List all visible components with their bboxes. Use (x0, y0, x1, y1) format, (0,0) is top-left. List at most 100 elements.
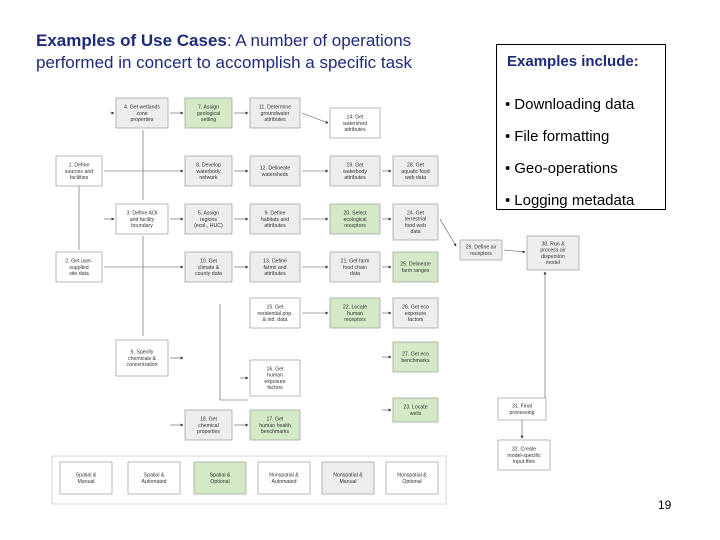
process-node-n18-label: properties (197, 429, 220, 435)
legend-frame (51, 455, 447, 505)
examples-heading: Examples include: (507, 53, 639, 70)
slide-title: Examples of Use Cases: A number of opera… (36, 30, 466, 74)
process-node-n30-label: process air (540, 248, 566, 254)
process-node-n7-label: 7. Assign (198, 105, 219, 111)
process-node-n9-label: 9. Define (265, 211, 286, 217)
process-node-n5-label: 5. Assign (198, 211, 219, 217)
process-node-n6-label: concentration (126, 362, 157, 368)
process-node-n14-label: attributes (344, 127, 366, 133)
process-node-n6-label: 6. Specify (131, 350, 154, 356)
process-node-n32-label: model-specific (507, 453, 541, 459)
process-node-n28-label: aquatic food (401, 169, 429, 175)
process-node-n16-label: 16. Get (266, 367, 284, 373)
process-node-n18-label: 18. Get (200, 417, 218, 423)
title-rest: : A number of operations performed in co… (36, 31, 413, 72)
process-node-n17-box (249, 409, 301, 441)
process-node-n9-box (249, 203, 301, 235)
legend-item-lg3: Spatial &Optional (193, 461, 247, 495)
process-node-n4-label: 4. Get wetlands (124, 105, 160, 111)
legend-item-lg4-label: Nonspatial & (269, 473, 299, 479)
process-node-n24-label: 24. Get (407, 211, 425, 217)
process-node-n30-label: model (546, 260, 560, 266)
process-node-n6-box (115, 339, 169, 377)
process-node-n27-box (392, 341, 439, 373)
process-node-n21-label: food chain (343, 265, 367, 271)
process-node-n31-box (497, 397, 547, 421)
example-item: Logging metadata (505, 185, 634, 217)
process-node-n16-box (249, 359, 301, 397)
process-node-n25-box (392, 251, 439, 283)
legend-item-lg4-label: Automated (271, 479, 296, 485)
process-node-n12-box (249, 155, 301, 187)
process-node-n17-label: 17. Get (266, 417, 284, 423)
process-node-n16-label: factors (267, 385, 283, 391)
process-node-n11-label: groundwater (261, 111, 290, 117)
process-node-n8-label: 8. Develop (196, 163, 221, 169)
process-node-n9-label: attributes (264, 223, 286, 229)
process-node-n28-box (392, 155, 439, 187)
process-node-n32-label: 32. Create (512, 447, 536, 453)
process-node-n9-label: habitats and (261, 217, 289, 223)
legend-item-lg5-label: Nonspatial & (333, 473, 363, 479)
example-item: Geo-operations (505, 153, 634, 185)
process-node-n22-label: 22. Locate (343, 305, 367, 311)
process-node-n2-box (55, 251, 103, 283)
process-node-n24-label: data (410, 229, 420, 235)
legend-item-lg6-label: Optional (402, 479, 421, 485)
legend-item-lg1-label: Spatial & (76, 473, 97, 479)
process-node-n30-box (526, 235, 580, 271)
process-node-n21-label: data (350, 271, 360, 277)
process-node-n15-box (249, 297, 301, 329)
process-node-n5-label: (ecol., HUC) (194, 223, 223, 229)
legend-item-lg5: Nonspatial &Manual (321, 461, 375, 495)
process-node-n28-label: 28. Get (407, 163, 425, 169)
process-node-n15-label: 15. Get (266, 305, 284, 311)
process-node-n8-label: network (199, 175, 218, 181)
legend-item-lg2: Spatial &Automated (127, 461, 181, 495)
process-node-n12-label: 12. Delineate (260, 166, 291, 172)
process-node-n17-label: benchmarks (261, 429, 290, 435)
process-node-n5-label: regions (200, 217, 217, 223)
process-node-n11-label: 11. Determine (259, 105, 291, 111)
process-node-n8-box (184, 155, 233, 187)
process-node-n26-label: factors (408, 317, 424, 323)
process-node-n19-label: waterbody (343, 169, 367, 175)
process-node-n24-label: terrestrial (405, 217, 427, 223)
legend-item-lg3-label: Spatial & (210, 473, 231, 479)
process-node-n4-box (115, 97, 169, 129)
process-node-n22-label: receptors (344, 317, 366, 323)
process-node-n28-label: web data (405, 175, 426, 181)
process-node-n30-label: dispersion (541, 254, 565, 260)
legend-item-lg1: Spatial &Manual (59, 461, 113, 495)
process-node-n5-box (184, 203, 233, 235)
process-node-n22-label: human (347, 311, 363, 317)
process-node-n30-label: 30. Run & (541, 242, 565, 248)
process-node-n24-label: food web (405, 223, 426, 229)
examples-box: Examples include: Downloading data File … (496, 44, 666, 210)
page-number: 19 (658, 498, 672, 512)
process-node-n32-label: input files (513, 459, 535, 465)
legend-item-lg1-box (59, 461, 113, 495)
process-node-n6-label: chemicals & (128, 356, 157, 362)
process-node-n31-label: 31. Final (512, 404, 532, 410)
process-node-n3-box (115, 203, 169, 235)
process-node-n4-label: properties (130, 117, 153, 123)
process-node-n29-label: receptors (470, 251, 492, 257)
